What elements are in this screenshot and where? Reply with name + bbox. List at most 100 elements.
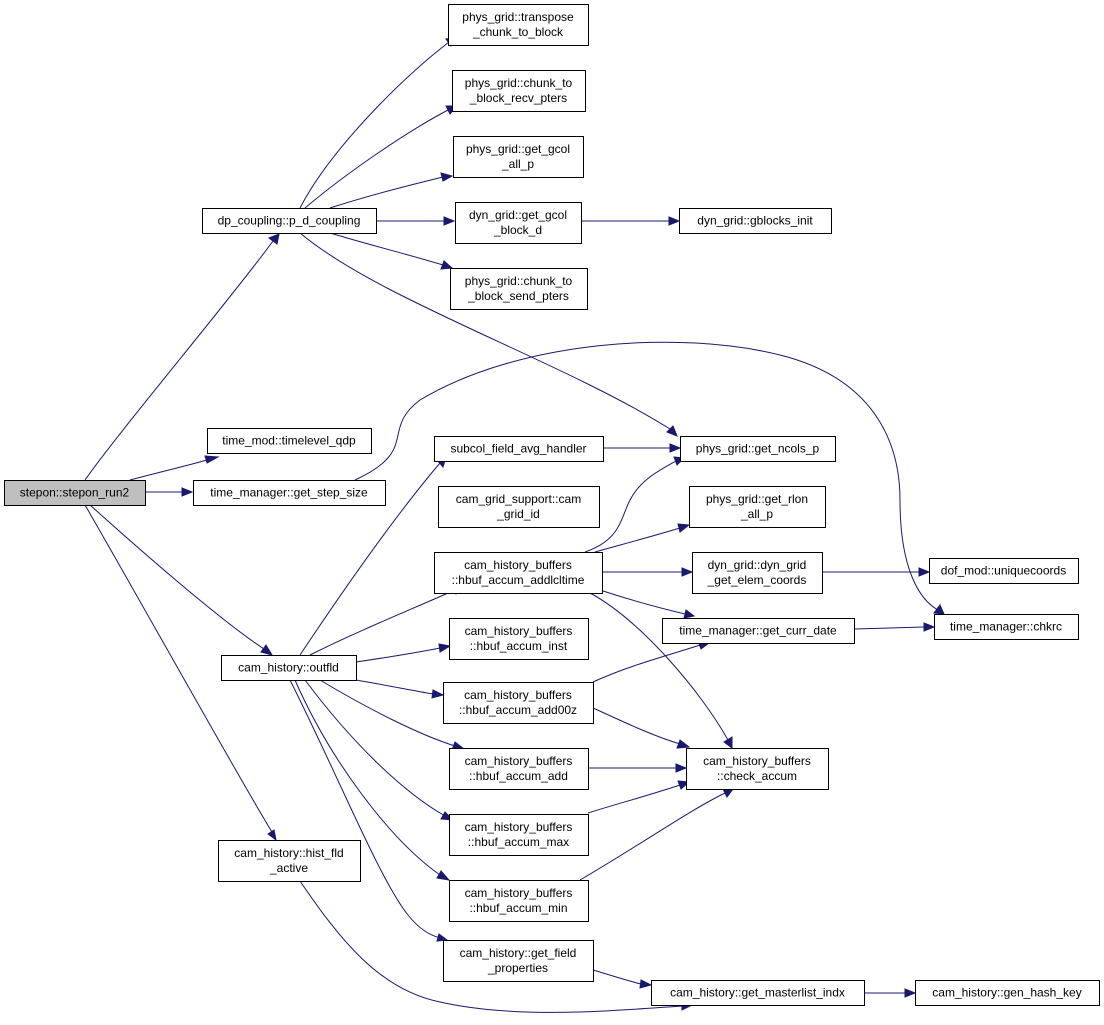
node-label: ::hbuf_accum_inst: [470, 639, 568, 653]
call-edge-e21-23: [592, 707, 691, 749]
function-node[interactable]: cam_history_buffers::hbuf_accum_add: [449, 748, 589, 790]
node-box: [452, 70, 586, 112]
call-edge-e0-8: [129, 455, 220, 481]
node-label: cam_history_buffers: [465, 754, 573, 768]
node-label: _block_recv_pters: [469, 91, 567, 105]
function-node[interactable]: cam_history::get_field_properties: [443, 940, 594, 982]
node-label: _get_elem_coords: [707, 573, 807, 587]
node-box: [434, 436, 604, 462]
arrowhead-icon: [676, 739, 691, 749]
edge-line: [294, 679, 441, 876]
node-label: ::hbuf_accum_add: [469, 769, 568, 783]
function-node[interactable]: time_manager::get_curr_date: [662, 618, 855, 644]
edge-line: [84, 504, 273, 833]
node-label: dof_mod::uniquecoords: [941, 564, 1066, 578]
function-node[interactable]: cam_history_buffers::hbuf_accum_min: [449, 880, 589, 922]
call-edge-e1-11: [299, 232, 678, 437]
edge-line: [299, 232, 671, 430]
node-box: [662, 618, 855, 644]
node-label: cam_history_buffers: [464, 558, 572, 572]
function-node[interactable]: time_manager::get_step_size: [193, 480, 386, 506]
function-node[interactable]: dyn_grid::gblocks_init: [679, 208, 832, 234]
arrowhead-icon: [675, 763, 688, 773]
call-edge-e0-25: [84, 504, 277, 842]
node-box: [651, 980, 865, 1006]
arrowhead-icon: [436, 933, 449, 942]
node-box: [453, 136, 584, 178]
call-edge-e26-23: [579, 788, 734, 881]
arrowhead-icon: [440, 260, 454, 270]
node-label: dyn_grid::gblocks_init: [697, 214, 813, 228]
edge-line: [304, 109, 449, 209]
function-node[interactable]: cam_history_buffers::hbuf_accum_inst: [449, 618, 589, 660]
arrowhead-icon: [723, 736, 733, 749]
node-box: [680, 436, 836, 462]
function-node[interactable]: dof_mod::uniquecoords: [929, 558, 1079, 584]
arrowhead-icon: [438, 643, 452, 653]
node-label: phys_grid::chunk_to: [465, 76, 573, 90]
function-node[interactable]: phys_grid::chunk_to_block_recv_pters: [452, 70, 586, 112]
arrowhead-icon: [933, 604, 945, 615]
node-box: [915, 980, 1100, 1006]
node-label: _block_d: [493, 223, 542, 237]
arrowhead-icon: [722, 788, 734, 798]
function-node[interactable]: cam_history_buffers::hbuf_accum_max: [449, 814, 589, 856]
node-box: [207, 428, 372, 454]
call-edge-e0-1: [84, 233, 280, 481]
function-node[interactable]: cam_history::outfld: [221, 655, 357, 681]
call-edges: [84, 36, 945, 1013]
arrowhead-icon: [431, 689, 445, 699]
node-box: [4, 480, 146, 506]
function-node[interactable]: cam_grid_support::cam_grid_id: [438, 486, 600, 528]
call-edge-e20-24: [304, 679, 455, 821]
node-box: [193, 480, 386, 506]
call-edge-e5-6: [581, 216, 681, 226]
function-node[interactable]: cam_history_buffers::hbuf_accum_add00z: [443, 682, 594, 724]
node-box: [686, 748, 829, 790]
call-edge-e22-23: [588, 763, 688, 773]
arrowhead-icon: [918, 567, 931, 577]
function-node[interactable]: time_mod::timelevel_qdp: [207, 428, 372, 454]
edge-line: [299, 880, 684, 1013]
node-box: [455, 202, 582, 244]
arrowhead-icon: [204, 455, 220, 464]
call-edge-e27-28: [592, 969, 653, 989]
edge-line: [355, 647, 441, 663]
function-node[interactable]: cam_history_buffers::hbuf_accum_addlclti…: [434, 552, 603, 594]
edge-line: [592, 644, 701, 683]
arrowhead-icon: [440, 172, 454, 182]
function-node[interactable]: stepon::stepon_run2: [4, 480, 146, 506]
node-label: subcol_field_avg_handler: [450, 442, 586, 456]
call-edge-e1-4: [329, 172, 454, 209]
node-label: _properties: [487, 961, 548, 975]
edge-line: [584, 460, 677, 553]
arrowhead-icon: [904, 988, 917, 998]
node-label: cam_history::gen_hash_key: [932, 986, 1081, 1000]
node-label: cam_history_buffers: [703, 754, 811, 768]
edge-line: [329, 232, 444, 266]
node-label: time_manager::get_step_size: [210, 486, 368, 500]
arrowhead-icon: [443, 216, 456, 226]
call-edge-e20-21: [355, 679, 445, 699]
function-node[interactable]: cam_history_buffers::check_accum: [686, 748, 829, 790]
arrowhead-icon: [260, 644, 274, 656]
arrowhead-icon: [668, 216, 681, 226]
node-label: ::hbuf_accum_min: [469, 901, 567, 915]
function-node[interactable]: phys_grid::get_ncols_p: [680, 436, 836, 462]
function-node[interactable]: cam_history::gen_hash_key: [915, 980, 1100, 1006]
function-node[interactable]: dp_coupling::p_d_coupling: [202, 208, 377, 234]
function-node[interactable]: dyn_grid::dyn_grid_get_elem_coords: [692, 552, 823, 594]
function-node[interactable]: subcol_field_avg_handler: [434, 436, 604, 462]
function-node[interactable]: phys_grid::get_rlon_all_p: [689, 486, 826, 528]
node-label: dp_coupling::p_d_coupling: [218, 214, 361, 228]
function-node[interactable]: phys_grid::get_gcol_all_p: [453, 136, 584, 178]
arrowhead-icon: [677, 523, 691, 533]
function-node[interactable]: phys_grid::transpose_chunk_to_block: [448, 4, 589, 46]
function-node[interactable]: phys_grid::chunk_to_block_send_pters: [450, 268, 588, 310]
function-node[interactable]: cam_history::get_masterlist_indx: [651, 980, 865, 1006]
node-box: [449, 814, 589, 856]
function-node[interactable]: dyn_grid::get_gcol_block_d: [455, 202, 582, 244]
function-node[interactable]: cam_history::hist_fld_active: [218, 840, 361, 882]
function-node[interactable]: time_manager::chkrc: [934, 614, 1079, 640]
node-label: time_manager::get_curr_date: [679, 624, 837, 638]
